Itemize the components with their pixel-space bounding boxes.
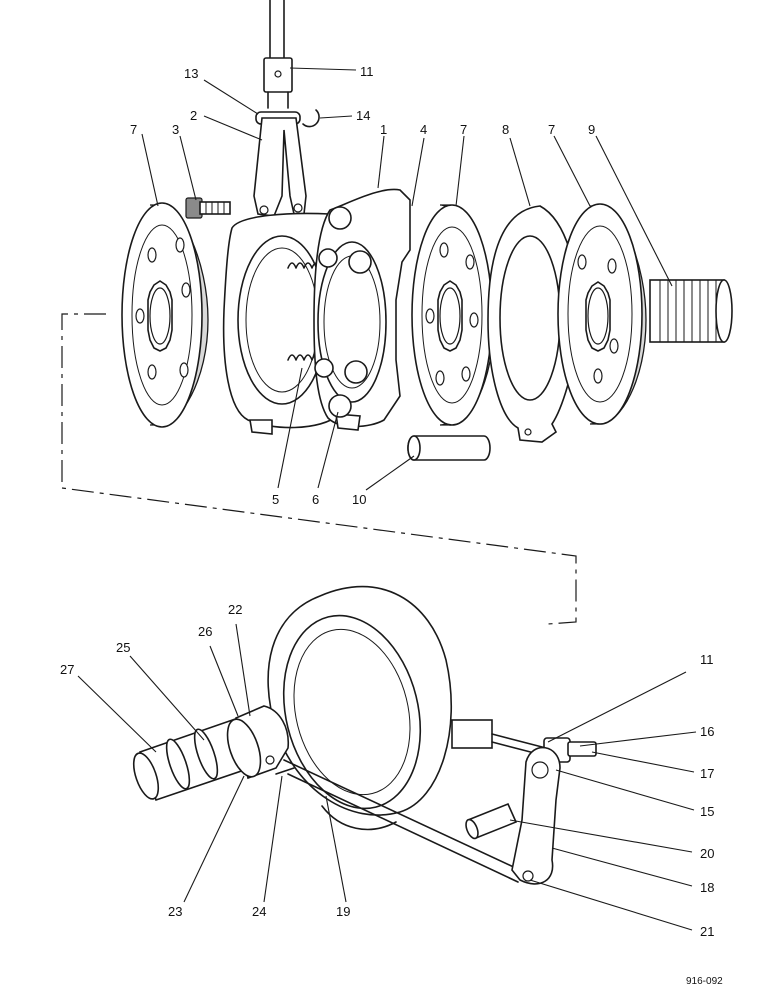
callout-11-top: 11 xyxy=(360,64,374,79)
callout-11-lower: 11 xyxy=(700,652,714,667)
callout-7-middle: 7 xyxy=(460,122,467,137)
callout-8: 8 xyxy=(502,122,509,137)
callout-4: 4 xyxy=(420,122,427,137)
figure-reference-code: 916-092 xyxy=(686,976,723,987)
lever-hub xyxy=(226,705,289,780)
callout-2: 2 xyxy=(190,108,197,123)
leader-lines xyxy=(77,67,697,931)
lever-pin xyxy=(465,802,518,840)
splined-shaft xyxy=(649,279,733,343)
callout-16: 16 xyxy=(700,724,714,739)
operating-rod-top xyxy=(263,0,293,109)
connecting-rod xyxy=(283,759,521,883)
brake-drum-housing xyxy=(267,585,453,831)
actuator-plate-rear xyxy=(313,188,411,431)
taper-pin xyxy=(275,767,295,775)
callout-1: 1 xyxy=(380,122,387,137)
callout-23: 23 xyxy=(168,904,182,919)
callout-6: 6 xyxy=(312,492,319,507)
actuator-plate xyxy=(222,212,345,435)
o-ring-seals xyxy=(165,728,219,790)
friction-disc-left xyxy=(121,202,209,428)
callout-19: 19 xyxy=(336,904,350,919)
callout-20: 20 xyxy=(700,846,714,861)
callout-13: 13 xyxy=(184,66,198,81)
callout-24: 24 xyxy=(252,904,266,919)
callout-7-left: 7 xyxy=(130,122,137,137)
actuating-link xyxy=(253,117,307,217)
callout-17: 17 xyxy=(700,766,714,781)
callout-15: 15 xyxy=(700,804,714,819)
callout-3: 3 xyxy=(172,122,179,137)
callout-9: 9 xyxy=(588,122,595,137)
callout-18: 18 xyxy=(700,880,714,895)
adjusting-bolt xyxy=(185,197,231,219)
callout-21: 21 xyxy=(700,924,714,939)
assembly-connection-line xyxy=(61,313,577,625)
callout-22: 22 xyxy=(228,602,242,617)
steel-balls xyxy=(314,206,372,418)
callout-10: 10 xyxy=(352,492,366,507)
callout-7-right: 7 xyxy=(548,122,555,137)
callout-25: 25 xyxy=(116,640,130,655)
callout-27: 27 xyxy=(60,662,74,677)
retaining-clip xyxy=(302,109,320,128)
pressure-plate xyxy=(487,205,579,443)
callout-5: 5 xyxy=(272,492,279,507)
operating-rod-lower xyxy=(451,719,547,757)
friction-disc-middle xyxy=(411,204,495,426)
callout-14: 14 xyxy=(356,108,370,123)
callout-26: 26 xyxy=(198,624,212,639)
dowel-pin xyxy=(407,435,491,461)
friction-disc-right xyxy=(557,203,647,425)
bell-crank-lever xyxy=(511,746,561,885)
